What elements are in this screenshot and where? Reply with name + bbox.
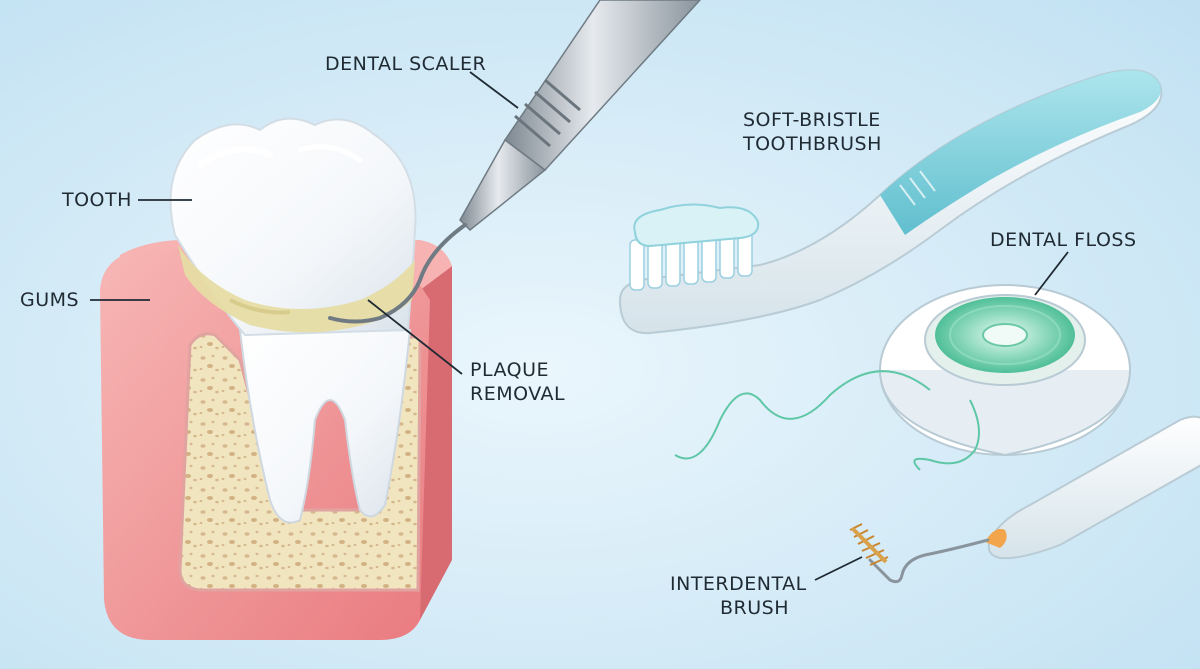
label-dental-floss-text: DENTAL FLOSS [990, 229, 1137, 251]
label-toothbrush-line-2: TOOTHBRUSH [743, 133, 882, 155]
label-gums: GUMS [20, 288, 79, 312]
label-tooth: TOOTH [62, 188, 132, 212]
dental-scaler [328, 0, 702, 324]
leader-interdental-brush [814, 556, 863, 581]
label-gums-text: GUMS [20, 289, 80, 311]
label-dental-floss: DENTAL FLOSS [990, 228, 1137, 252]
label-dental-scaler-text: DENTAL SCALER [325, 53, 487, 75]
label-interdental-brush: INTERDENTAL BRUSH [670, 572, 807, 620]
leader-dental-scaler [469, 71, 519, 109]
label-plaque-removal-line-1: PLAQUE [470, 359, 550, 381]
tooth [169, 117, 417, 524]
label-interdental-brush-line-1: INTERDENTAL [670, 573, 807, 595]
label-toothbrush: SOFT-BRISTLE TOOTHBRUSH [743, 108, 882, 156]
label-plaque-removal-line-2: REMOVAL [470, 383, 566, 405]
toothbrush [618, 69, 1163, 335]
leader-dental-floss [1034, 251, 1069, 296]
label-toothbrush-line-1: SOFT-BRISTLE [743, 109, 881, 131]
label-tooth-text: TOOTH [62, 189, 132, 211]
plaque-deposit [178, 245, 415, 333]
interdental-brush [849, 415, 1200, 584]
leader-plaque-removal [367, 299, 463, 375]
dental-floss [674, 284, 1131, 471]
floss-strand [674, 370, 980, 471]
label-plaque-removal: PLAQUE REMOVAL [470, 358, 565, 406]
label-interdental-brush-line-2: BRUSH [720, 597, 789, 619]
leader-lines [90, 71, 1069, 581]
label-dental-scaler: DENTAL SCALER [325, 52, 486, 76]
toothpaste [633, 203, 760, 248]
